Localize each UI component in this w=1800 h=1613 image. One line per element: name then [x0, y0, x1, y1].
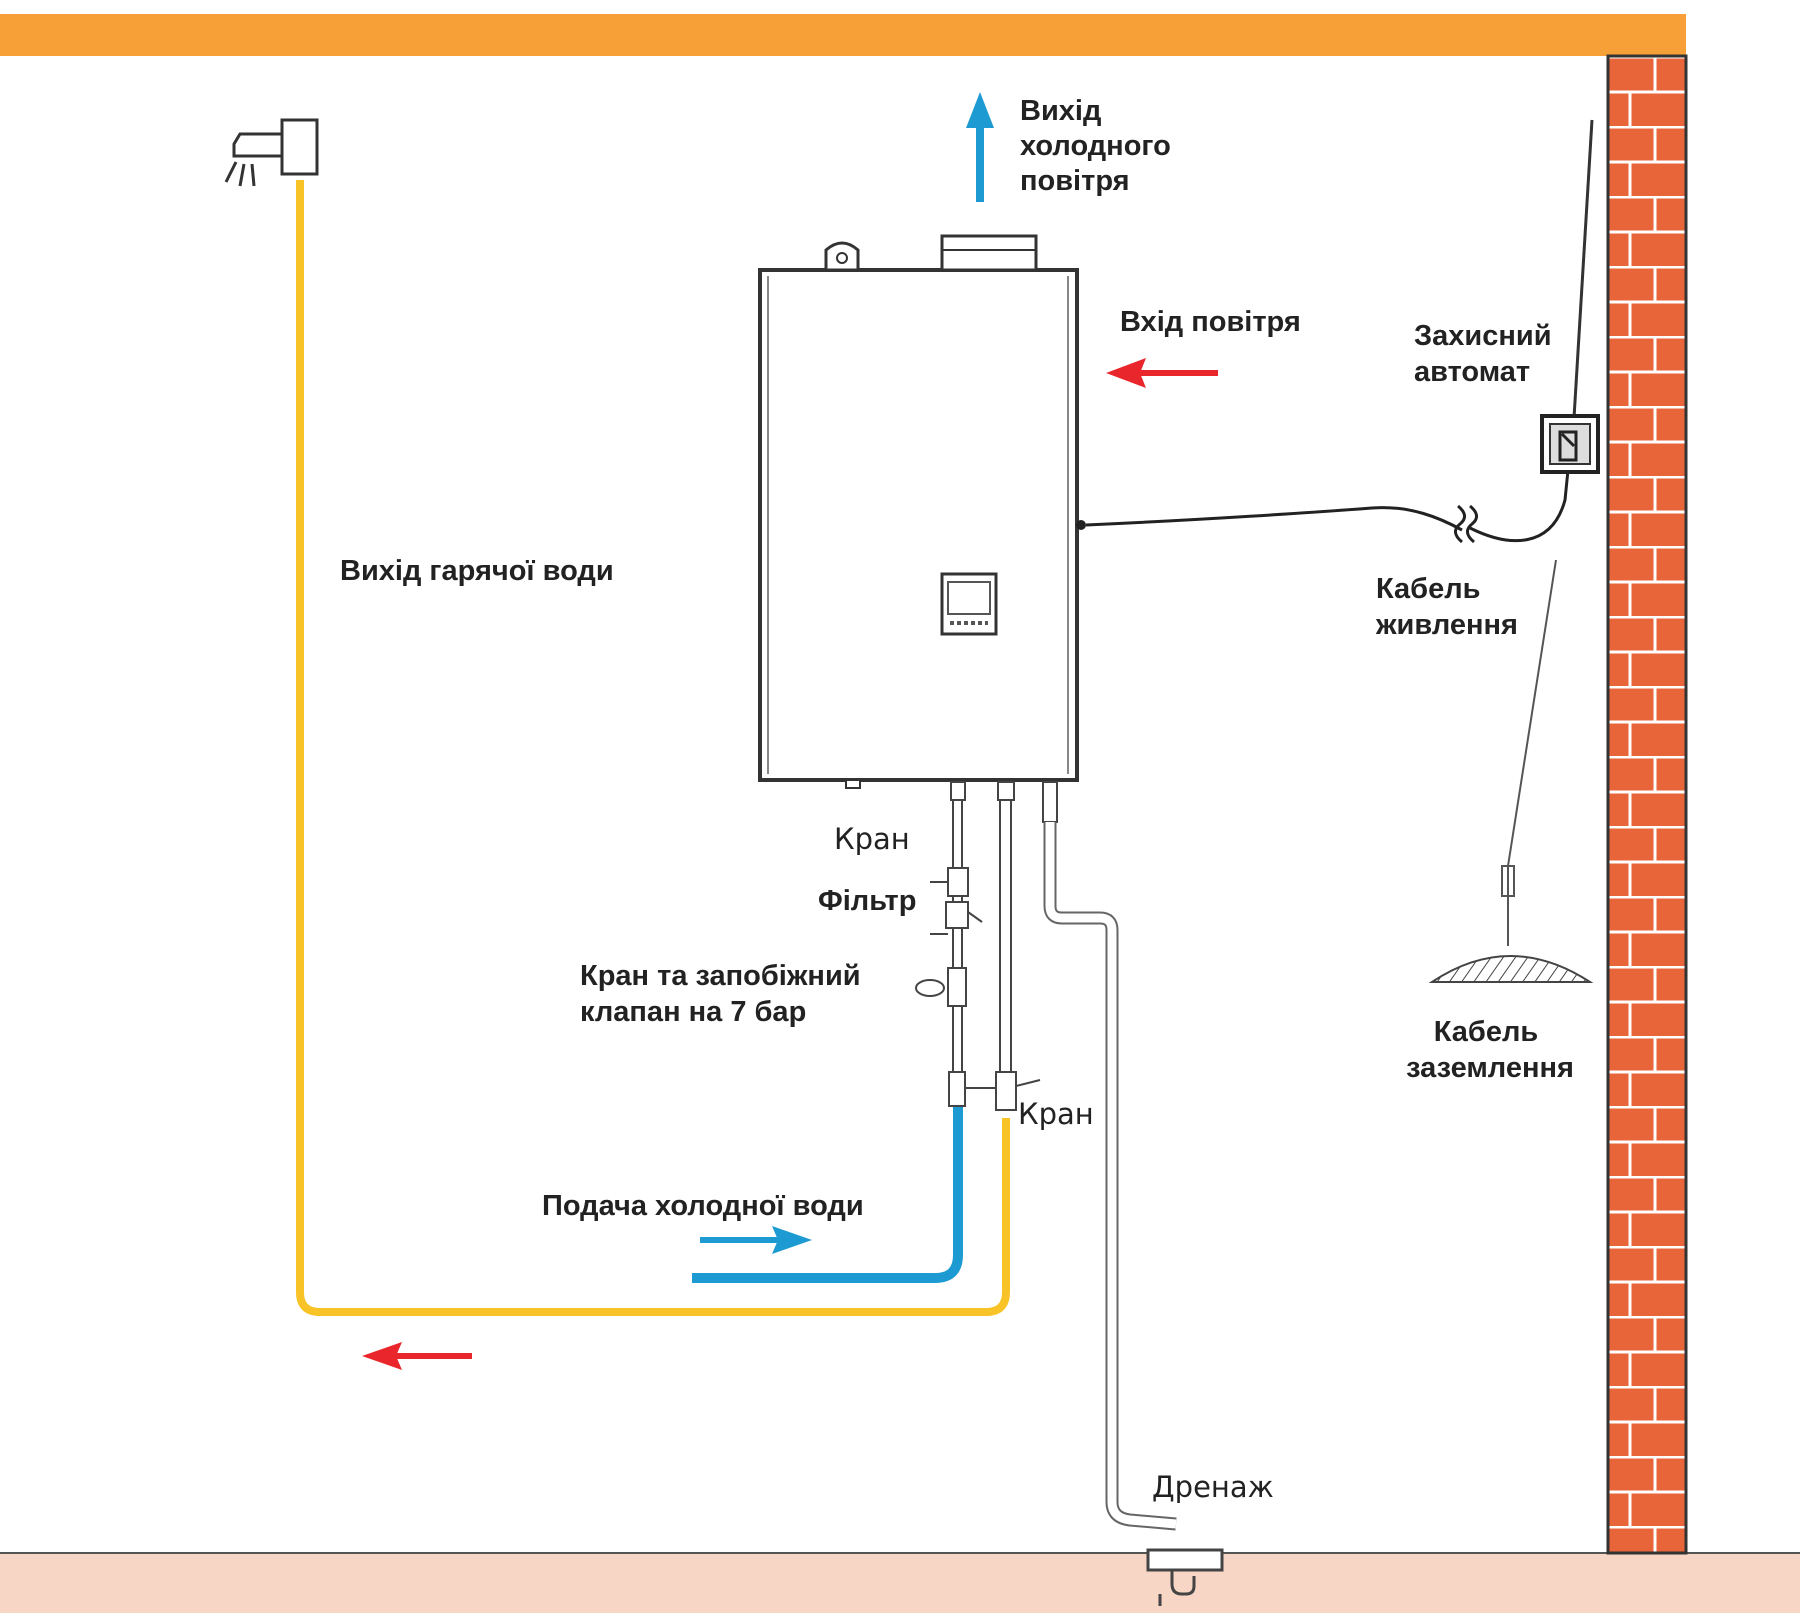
- hanging-bracket: [824, 241, 860, 272]
- cold-water-riser: [915, 781, 1000, 1107]
- ground-icon: [1428, 955, 1594, 983]
- drain-trap-icon: [1146, 1548, 1224, 1606]
- label-cold-air-out: Вихід холодного повітря: [1020, 95, 1179, 197]
- filter-fitting: [945, 901, 969, 929]
- safety-valve-fitting: [947, 967, 967, 1007]
- ceiling-bar: [0, 14, 1686, 56]
- brick-wall: [1606, 54, 1688, 1555]
- power-cable-to-breaker: [1469, 469, 1570, 543]
- label-ground-cable: Кабель заземлення: [1406, 1016, 1574, 1084]
- label-breaker: Захисний автомат: [1414, 320, 1560, 388]
- label-tap-valve: Кран та запобіжний клапан на 7 бар: [580, 960, 869, 1028]
- cold-air-out-arrow: [966, 92, 994, 202]
- air-in-arrow: [1106, 358, 1218, 388]
- water-heater-unit: [758, 234, 1086, 789]
- tap-valve-right: [995, 1071, 1017, 1111]
- label-tap-top: Кран: [834, 822, 910, 856]
- hot-water-out-arrow: [362, 1342, 472, 1370]
- label-air-in: Вхід повітря: [1120, 306, 1301, 338]
- ground-cable: [1507, 559, 1557, 867]
- mains-cable: [1572, 119, 1594, 419]
- cable-port: [1076, 520, 1086, 530]
- power-cable: [1085, 506, 1463, 532]
- hot-water-pipe: [296, 180, 1010, 1316]
- drain-pipe: [1042, 781, 1177, 1531]
- label-drain: Дренаж: [1152, 1470, 1274, 1504]
- label-filter: Фільтр: [818, 885, 916, 917]
- breaker-switch-icon: [1540, 414, 1600, 474]
- cold-water-in-arrow: [700, 1226, 812, 1254]
- cable-break-mark: [1454, 504, 1478, 544]
- label-hot-water-out: Вихід гарячої води: [340, 555, 614, 587]
- faucet-icon: [224, 118, 319, 187]
- cold-water-pipe: [692, 1105, 963, 1283]
- tap-valve-top: [947, 867, 969, 897]
- floor-bar: [0, 1553, 1800, 1613]
- label-tap-right: Кран: [1018, 1097, 1094, 1131]
- hot-water-riser: [995, 781, 1041, 1111]
- flue-collar: [940, 234, 1038, 272]
- label-power-cable: Кабель живлення: [1375, 573, 1518, 641]
- label-cold-water-in: Подача холодної води: [542, 1190, 864, 1222]
